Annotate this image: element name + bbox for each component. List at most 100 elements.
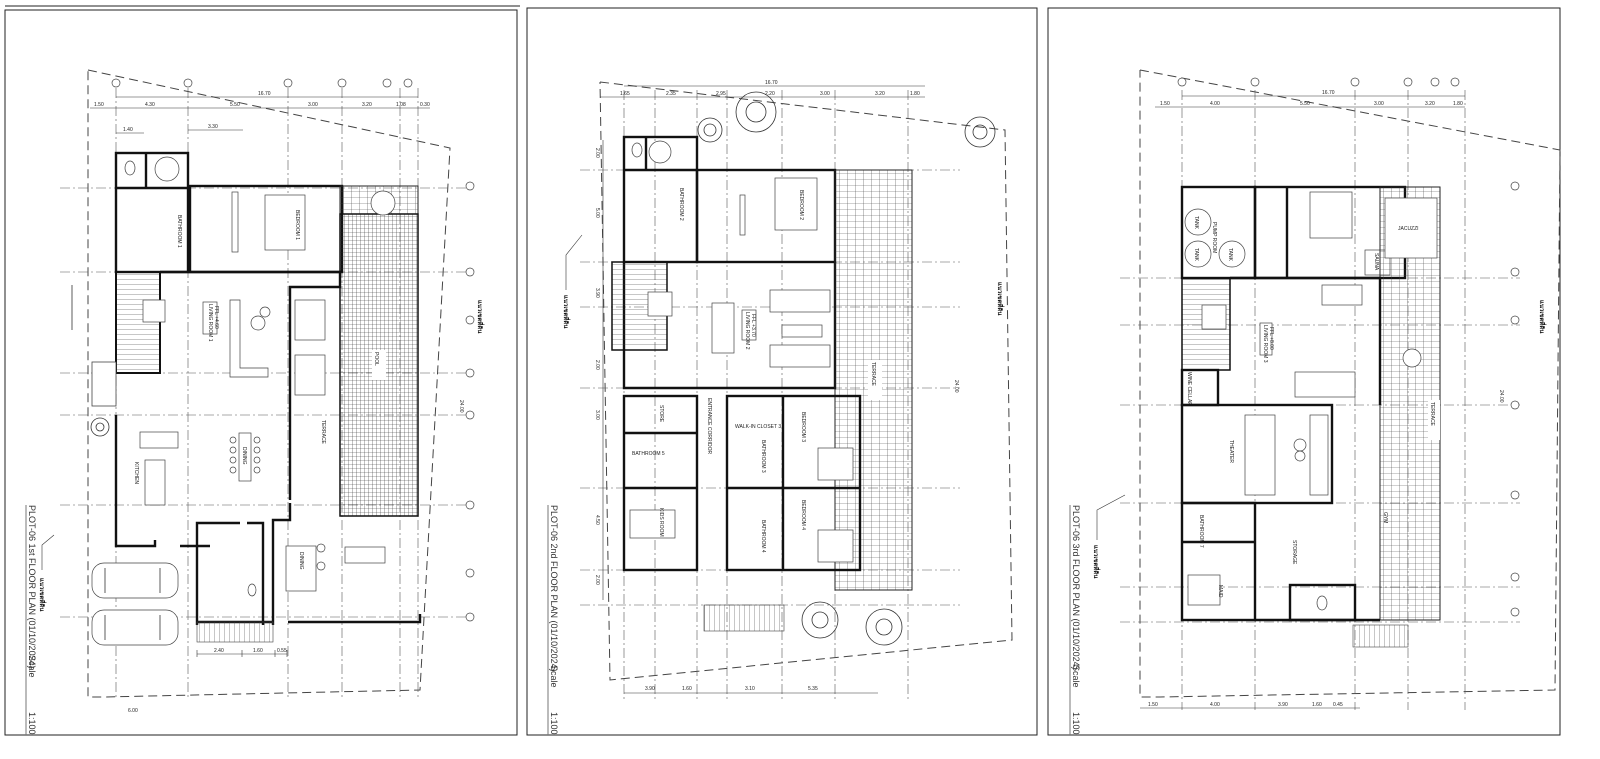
svg-text:LIVING ROOM 3: LIVING ROOM 3 [1262,325,1268,363]
living-room-1: LIVING ROOM 1 FFL +4.60 [160,270,342,500]
site-boundary [599,81,1013,681]
trees [697,91,996,646]
svg-text:แนวเขตที่ดิน: แนวเขตที่ดิน [1092,545,1101,579]
svg-text:BATHROOM 7: BATHROOM 7 [1198,515,1204,548]
svg-text:แนวเขตที่ดิน: แนวเขตที่ดิน [38,578,47,612]
svg-text:BATHROOM 4: BATHROOM 4 [760,520,766,553]
svg-text:KITCHEN: KITCHEN [133,462,139,484]
svg-text:24.00: 24.00 [953,380,959,393]
svg-text:24.00: 24.00 [458,400,464,413]
svg-text:แนวเขตที่ดิน: แนวเขตที่ดิน [996,282,1005,316]
svg-text:4.50: 4.50 [594,515,600,525]
svg-text:2.40: 2.40 [214,648,224,654]
svg-text:1.08: 1.08 [396,102,406,108]
pool: POOL [339,185,419,517]
svg-text:24.00: 24.00 [1498,390,1504,403]
svg-text:4.00: 4.00 [1210,702,1220,708]
svg-text:DINING: DINING [298,552,304,570]
svg-text:0.30: 0.30 [420,102,430,108]
svg-text:6.00: 6.00 [128,708,138,714]
svg-text:1.60: 1.60 [1312,702,1322,708]
sheet-border [4,9,518,736]
svg-text:WINE CELLAR: WINE CELLAR [1186,372,1192,406]
svg-text:JACUZZI: JACUZZI [1398,226,1419,232]
svg-text:5.50: 5.50 [230,102,240,108]
svg-text:4.00: 4.00 [1210,101,1220,107]
svg-text:TANK: TANK [1227,248,1233,262]
sheet-border [1047,7,1561,736]
svg-text:Scale: Scale [27,655,37,678]
svg-text:2.35: 2.35 [666,91,676,97]
svg-text:1.40: 1.40 [123,127,133,133]
svg-text:ENTRANCE CORRIDOR: ENTRANCE CORRIDOR [706,398,712,455]
svg-text:2.95: 2.95 [716,91,726,97]
svg-text:2.00: 2.00 [594,360,600,370]
sheet-title: PLOT-06 2nd FLOOR PLAN (01/10/2024) [549,505,559,672]
bedroom-wing: STORE BATHROOM 5 KIDS ROOM ENTRANCE CORR… [622,394,862,632]
svg-text:LIVING ROOM 2: LIVING ROOM 2 [744,312,750,350]
bathroom-2: BATHROOM 2 [622,135,699,264]
svg-text:TANK: TANK [1193,248,1199,262]
bedroom-1: BEDROOM 1 [188,184,344,274]
svg-text:16.70: 16.70 [258,91,271,97]
svg-text:1.50: 1.50 [1160,101,1170,107]
svg-text:BEDROOM 1: BEDROOM 1 [294,210,300,240]
svg-text:FFL +4.60: FFL +4.60 [213,306,219,329]
svg-text:BEDROOM 3: BEDROOM 3 [800,412,806,442]
svg-text:MAID: MAID [1217,585,1223,598]
svg-text:5.35: 5.35 [808,686,818,692]
dimension-top: 16.70 1.65 2.35 2.95 2.20 3.00 3.20 1.80 [600,80,925,98]
svg-text:แนวเขตที่ดิน: แนวเขตที่ดิน [1538,300,1547,334]
svg-text:3.90: 3.90 [594,288,600,298]
grid-bubbles [111,78,475,622]
sheet-2nd-floor: 16.70 1.65 2.35 2.95 2.20 3.00 3.20 1.80… [526,7,1038,736]
svg-text:1.80: 1.80 [1453,101,1463,107]
svg-text:3.00: 3.00 [594,410,600,420]
svg-text:3.20: 3.20 [875,91,885,97]
svg-text:1.50: 1.50 [94,102,104,108]
bedroom-2: BEDROOM 2 [695,168,837,264]
bathroom-1: BATHROOM 1 [114,151,190,274]
terrace-2: TERRACE [834,169,913,591]
site-boundary [1139,69,1561,698]
svg-text:5.00: 5.00 [594,208,600,218]
svg-text:16.70: 16.70 [765,80,778,86]
grid-lines [1120,90,1520,710]
terrace-1: TERRACE [320,420,326,445]
pump-room: TANK TANK TANK PUMP ROOM [1180,185,1257,280]
svg-text:1:100: 1:100 [549,712,559,735]
svg-text:4.30: 4.30 [145,102,155,108]
svg-text:2.00: 2.00 [594,575,600,585]
svg-text:Scale: Scale [1071,665,1081,688]
sheet-3rd-floor: 16.70 1.50 4.00 5.50 3.00 3.20 1.80 1.50… [1047,7,1561,736]
svg-text:WALK-IN CLOSET 3: WALK-IN CLOSET 3 [735,424,781,430]
svg-text:Scale: Scale [549,665,559,688]
dimension-bottom: 2.40 1.60 0.55 [196,648,288,657]
svg-text:3.10: 3.10 [745,686,755,692]
svg-text:STORAGE: STORAGE [1291,540,1297,565]
sheet-title: PLOT-06 3rd FLOOR PLAN (01/10/2024) [1071,505,1081,670]
svg-text:1.80: 1.80 [910,91,920,97]
svg-text:3.90: 3.90 [645,686,655,692]
svg-text:TERRACE: TERRACE [320,420,326,445]
svg-text:3.90: 3.90 [1278,702,1288,708]
dimension-bottom: 3.90 1.60 3.10 5.35 [624,686,878,694]
svg-text:BEDROOM 2: BEDROOM 2 [798,190,804,220]
svg-text:แนวเขตที่ดิน: แนวเขตที่ดิน [476,300,485,334]
svg-text:BATHROOM 5: BATHROOM 5 [632,451,665,457]
svg-text:PUMP ROOM: PUMP ROOM [1211,222,1217,253]
living-room-3: LIVING ROOM 3 FFL +8.00 WINE CELLAR [1180,276,1382,406]
svg-text:STORE: STORE [658,405,664,423]
svg-text:16.70: 16.70 [1322,90,1335,96]
svg-text:0.55: 0.55 [277,648,287,654]
svg-text:1:100: 1:100 [1071,712,1081,735]
svg-text:LIVING ROOM 1: LIVING ROOM 1 [207,304,213,342]
svg-text:TERRACE: TERRACE [870,362,876,387]
svg-text:GYM: GYM [1382,512,1388,523]
svg-text:TERRACE: TERRACE [1429,402,1435,427]
dimension-top: 16.70 1.50 4.30 5.50 3.00 3.20 1.08 0.30… [90,91,430,134]
stair-1 [115,271,166,374]
svg-text:3.20: 3.20 [362,102,372,108]
svg-text:3.30: 3.30 [208,124,218,130]
